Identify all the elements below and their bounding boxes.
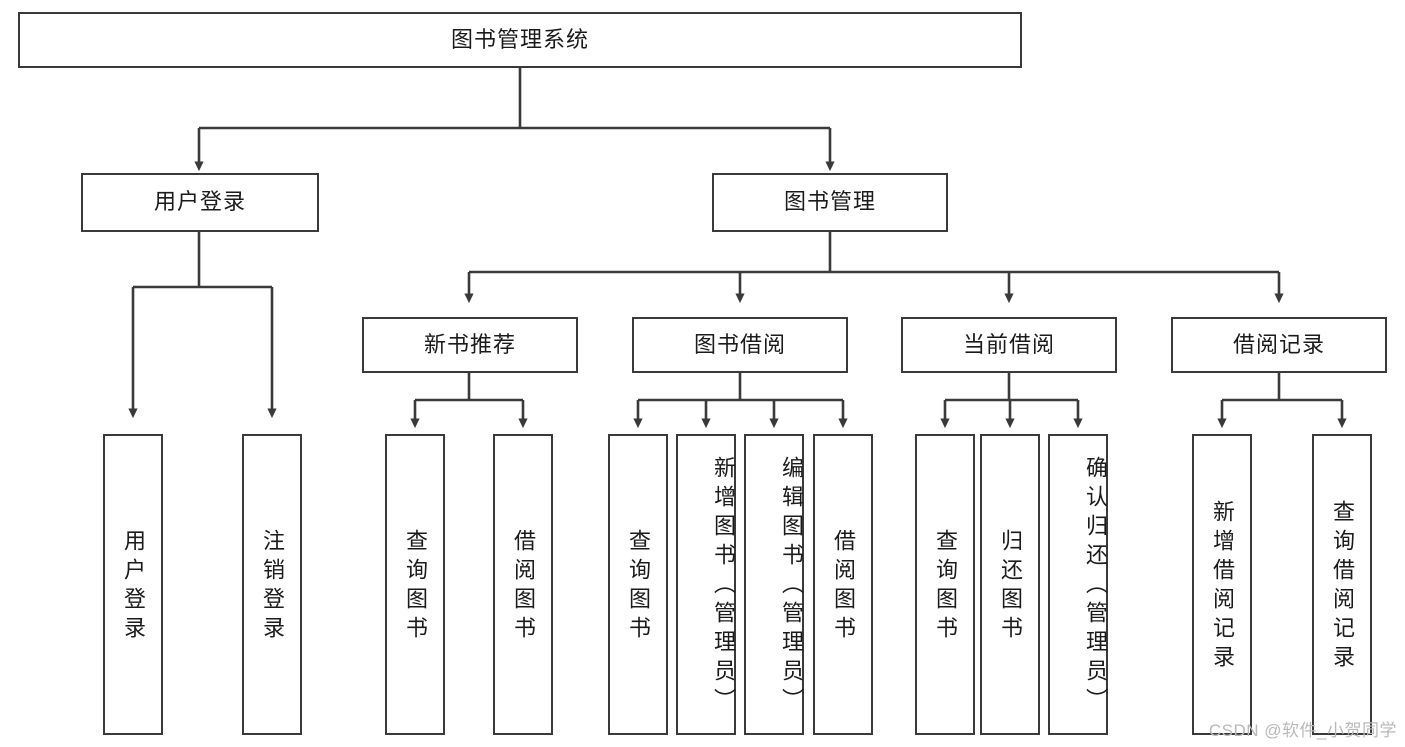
node-leaf-borrow-book-2-label: 借阅图书 <box>831 528 856 645</box>
node-leaf-return-book-label: 归还图书 <box>998 528 1023 645</box>
node-leaf-add-book-admin[interactable]: 新增图书（管理员） <box>676 434 736 735</box>
node-new-book-recommend[interactable]: 新书推荐 <box>362 317 578 373</box>
node-current-borrow-label: 当前借阅 <box>962 331 1055 357</box>
node-book-borrow[interactable]: 图书借阅 <box>632 317 848 373</box>
node-book-management-label: 图书管理 <box>783 189 876 215</box>
node-leaf-borrow-book-1[interactable]: 借阅图书 <box>493 434 553 735</box>
node-leaf-edit-book-admin-label: 编辑图书（管理员） <box>779 456 804 717</box>
node-leaf-logout-login-label: 注销登录 <box>260 528 285 645</box>
node-leaf-user-login-label: 用户登录 <box>121 528 146 645</box>
node-leaf-query-book-1-label: 查询图书 <box>403 528 428 645</box>
node-leaf-query-book-1[interactable]: 查询图书 <box>385 434 445 735</box>
node-leaf-confirm-return-admin-label: 确认归还（管理员） <box>1083 456 1108 717</box>
node-leaf-user-login[interactable]: 用户登录 <box>103 434 163 735</box>
node-book-management[interactable]: 图书管理 <box>712 173 948 232</box>
node-leaf-query-book-3[interactable]: 查询图书 <box>915 434 975 735</box>
node-leaf-query-book-2-label: 查询图书 <box>626 528 651 645</box>
node-leaf-query-book-3-label: 查询图书 <box>933 528 958 645</box>
node-leaf-query-book-2[interactable]: 查询图书 <box>608 434 668 735</box>
node-leaf-borrow-book-2[interactable]: 借阅图书 <box>813 434 873 735</box>
node-borrow-record-label: 借阅记录 <box>1232 331 1325 357</box>
node-new-book-recommend-label: 新书推荐 <box>423 331 516 357</box>
node-user-login-label: 用户登录 <box>153 189 246 215</box>
node-leaf-edit-book-admin[interactable]: 编辑图书（管理员） <box>744 434 804 735</box>
node-root-system-label: 图书管理系统 <box>450 26 589 52</box>
node-leaf-return-book[interactable]: 归还图书 <box>980 434 1040 735</box>
node-leaf-borrow-book-1-label: 借阅图书 <box>511 528 536 645</box>
node-root-system[interactable]: 图书管理系统 <box>18 12 1022 68</box>
node-book-borrow-label: 图书借阅 <box>693 331 786 357</box>
node-leaf-add-book-admin-label: 新增图书（管理员） <box>711 456 736 717</box>
node-user-login[interactable]: 用户登录 <box>81 173 319 232</box>
node-leaf-logout-login[interactable]: 注销登录 <box>242 434 302 735</box>
node-leaf-add-borrow-record[interactable]: 新增借阅记录 <box>1192 434 1252 735</box>
node-current-borrow[interactable]: 当前借阅 <box>901 317 1117 373</box>
node-leaf-add-borrow-record-label: 新增借阅记录 <box>1210 499 1235 674</box>
node-leaf-confirm-return-admin[interactable]: 确认归还（管理员） <box>1048 434 1108 735</box>
node-borrow-record[interactable]: 借阅记录 <box>1171 317 1387 373</box>
node-leaf-query-borrow-record[interactable]: 查询借阅记录 <box>1312 434 1372 735</box>
csdn-watermark: CSDN @软件_小贺同学 <box>1208 721 1397 740</box>
node-leaf-query-borrow-record-label: 查询借阅记录 <box>1330 499 1355 674</box>
